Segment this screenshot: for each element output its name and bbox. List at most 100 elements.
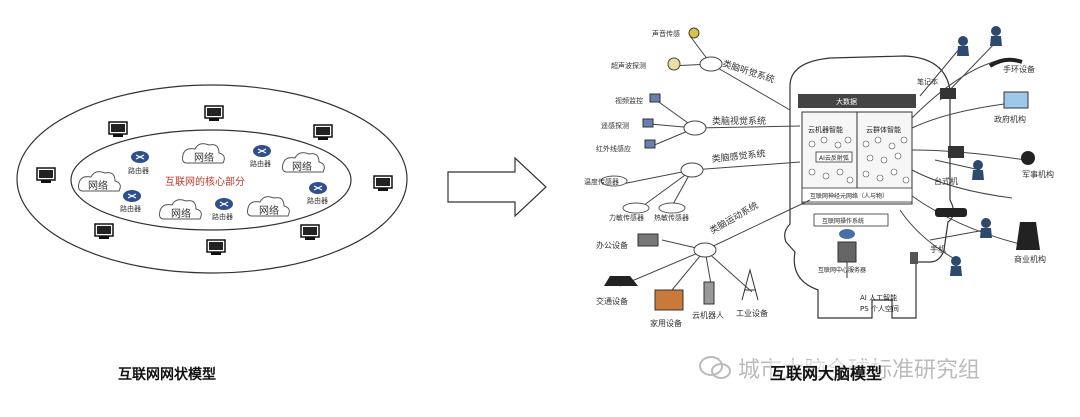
- host-icon: [36, 167, 56, 184]
- motor-system-label: 类脑运动系统: [708, 199, 761, 236]
- printer-icon: [637, 233, 659, 247]
- head-silhouette: [784, 55, 955, 319]
- big-data-label: 大数据: [836, 97, 857, 106]
- pressure-label: 力敏传感器: [609, 213, 644, 222]
- server-icon: [837, 241, 857, 263]
- server-router-icon: [839, 229, 855, 239]
- camera-icon: [649, 93, 661, 103]
- internet-outer-ellipse: [16, 84, 408, 274]
- neuron-network-label: 互联网神经元网络（人与物）: [810, 192, 888, 200]
- person-icon: [990, 26, 1002, 46]
- router-label: 路由器: [250, 159, 271, 168]
- military-label: 军事机构: [1022, 169, 1054, 179]
- cloud-group-label: 云群体智能: [866, 125, 901, 134]
- router-icon: [130, 150, 150, 164]
- person-icon: [957, 36, 969, 56]
- cloud-machine-label: 云机器智能: [808, 125, 843, 134]
- laptop-icon: [940, 88, 956, 99]
- transition-arrow: [447, 156, 547, 218]
- auditory-system-label: 类脑听觉系统: [721, 57, 776, 85]
- core-inner-ellipse: [70, 129, 352, 231]
- network-label: 网络: [292, 160, 312, 173]
- robot-icon: [703, 281, 715, 305]
- host-icon: [313, 124, 333, 141]
- wechat-icon: [699, 356, 731, 379]
- router-icon: [122, 189, 142, 203]
- network-label: 网络: [194, 151, 214, 164]
- somatic-system-label: 类脑感觉系统: [711, 147, 766, 165]
- brain-model-diagram: 大数据 云机器智能 云群体智能 AI云反射弧 互联网神经元网络（人与物） 互联网…: [584, 26, 1054, 328]
- government-building-icon: [1003, 91, 1029, 109]
- microphone-icon: [688, 27, 700, 39]
- laptop-label: 笔记本: [917, 77, 938, 86]
- pressure-sensor-icon: [622, 202, 650, 214]
- router-icon: [252, 144, 272, 158]
- video-monitor-label: 视频监控: [615, 96, 643, 105]
- person-icon: [980, 218, 992, 238]
- os-box: [813, 213, 889, 227]
- desktop-icon: [948, 146, 964, 158]
- right-diagram-caption: 互联网大脑模型: [770, 360, 883, 384]
- military-icon: [1021, 151, 1035, 165]
- server-label: 互联网中心服务器: [818, 266, 866, 274]
- sound-sensor-label: 声音传感: [652, 29, 680, 38]
- camera-icon: [642, 118, 654, 128]
- mesh-model-diagram: 网络 网络 网络 网络 网络 路由器 路由器 路由器 路由器 路由器 互联网的核…: [16, 84, 408, 274]
- remote-sensing-label: 遥感探测: [601, 121, 629, 130]
- temperature-label: 温度传感器: [584, 177, 619, 186]
- camera-icon: [644, 139, 656, 149]
- temperature-sensor-icon: [600, 175, 628, 187]
- router-label: 路由器: [307, 196, 328, 205]
- neuron-nodes: [808, 136, 910, 184]
- vehicle-label: 交通设备: [596, 296, 628, 306]
- big-data-strip: [798, 94, 916, 108]
- car-icon: [604, 276, 638, 286]
- os-label: 互联网操作系统: [822, 217, 864, 225]
- home-appliance-icon: [654, 289, 684, 311]
- core-label: 互联网的核心部分: [165, 175, 245, 188]
- ultrasonic-icon: [667, 57, 681, 71]
- router-icon: [214, 197, 234, 211]
- motor-node: [693, 242, 717, 258]
- visual-system-label: 类脑视觉系统: [712, 115, 766, 127]
- host-icon: [108, 121, 128, 138]
- neuron-network-bar: [801, 187, 913, 203]
- person-icon: [972, 160, 984, 180]
- ultrasonic-label: 超声波探测: [611, 61, 646, 70]
- industrial-label: 工业设备: [736, 308, 768, 318]
- oil-rig-icon: [741, 268, 759, 301]
- network-label: 网络: [88, 179, 108, 192]
- home-device-label: 家用设备: [650, 318, 682, 328]
- network-label: 网络: [171, 207, 191, 220]
- thermal-label: 热敏传感器: [654, 213, 689, 222]
- infrared-label: 红外线感应: [596, 144, 631, 153]
- desktop-label: 台式机: [934, 176, 958, 186]
- host-icon: [206, 239, 226, 256]
- host-icon: [300, 224, 320, 241]
- office-equipment-label: 办公设备: [596, 240, 628, 250]
- mobile-label: 手机: [930, 244, 946, 254]
- router-icon: [308, 181, 328, 195]
- legend-ai: AI 人工智能: [860, 293, 897, 302]
- somatic-node: [680, 162, 704, 178]
- visual-node: [683, 120, 707, 136]
- person-icon: [950, 256, 962, 276]
- network-label: 网络: [259, 204, 279, 217]
- host-icon: [204, 105, 224, 122]
- bracelet-icon: [988, 57, 1023, 68]
- vr-glasses-icon: [935, 208, 967, 217]
- host-icon: [373, 175, 393, 192]
- thermal-sensor-icon: [658, 202, 686, 214]
- money-bag-icon: [1016, 222, 1040, 250]
- left-diagram-caption: 互联网网状模型: [118, 367, 216, 383]
- enterprise-label: 商业机构: [1014, 254, 1046, 264]
- ai-reflex-label: AI云反射弧: [819, 154, 849, 162]
- host-icon: [94, 223, 114, 240]
- router-label: 路由器: [128, 166, 149, 175]
- bracelet-label: 手环设备: [1003, 64, 1035, 74]
- legend-ps: PS 个人空间: [860, 304, 899, 313]
- government-label: 政府机构: [994, 114, 1026, 124]
- left-branch-lines: [619, 35, 811, 293]
- mobile-phone-icon: [910, 252, 918, 264]
